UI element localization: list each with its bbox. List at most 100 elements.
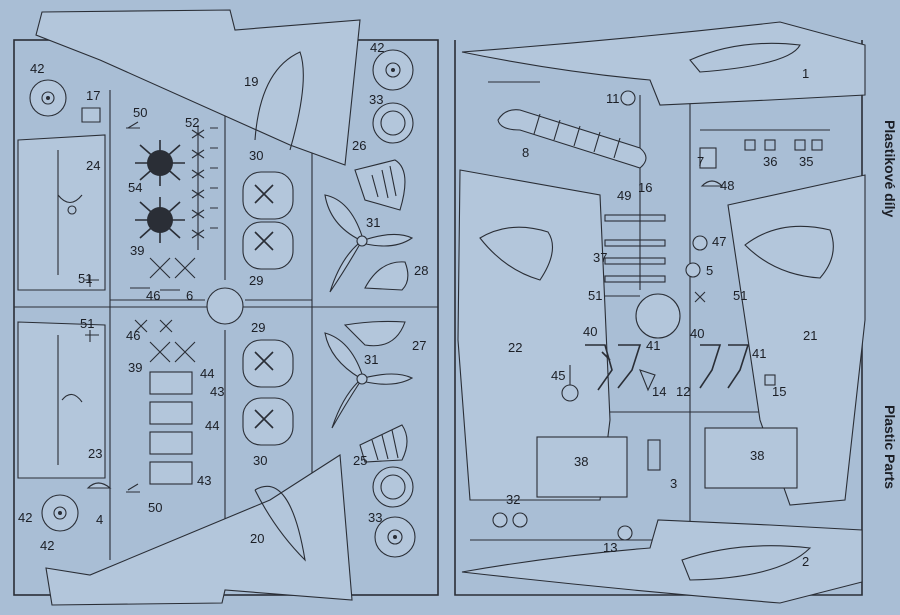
part-19-wing-panel <box>35 9 361 166</box>
wheel-42-bottom-left <box>41 494 79 532</box>
part-21-wing-half <box>727 174 866 506</box>
label-49: 49 <box>617 188 631 203</box>
part-8-radiator <box>497 109 647 169</box>
label-40: 40 <box>690 326 704 341</box>
label-2: 2 <box>802 554 809 569</box>
label-13: 13 <box>603 540 617 555</box>
label-29: 29 <box>249 273 263 288</box>
part-20-wing-panel <box>45 454 353 606</box>
label-42: 42 <box>370 40 384 55</box>
label-30: 30 <box>253 453 267 468</box>
part-38-panel-right <box>704 427 798 489</box>
label-7: 7 <box>697 154 704 169</box>
label-46: 46 <box>146 288 160 303</box>
label-14: 14 <box>652 384 666 399</box>
label-15: 15 <box>772 384 786 399</box>
label-21: 21 <box>803 328 817 343</box>
label-24: 24 <box>86 158 100 173</box>
part-38-panel-left <box>536 436 628 498</box>
label-54: 54 <box>128 180 142 195</box>
label-41: 41 <box>752 346 766 361</box>
label-36: 36 <box>763 154 777 169</box>
label-4: 4 <box>96 512 103 527</box>
part-54-radial-engine-bottom <box>135 197 185 243</box>
label-5: 5 <box>706 263 713 278</box>
left-sprue-frame <box>13 39 439 596</box>
label-29: 29 <box>251 320 265 335</box>
label-51: 51 <box>588 288 602 303</box>
left-misc-small-parts <box>81 107 196 493</box>
label-44: 44 <box>205 418 219 433</box>
part-2-engine-nacelle <box>461 519 863 604</box>
part-25-rudder <box>359 424 408 463</box>
side-label-english: Plastic Parts <box>882 405 898 489</box>
right-misc-small-parts <box>492 90 823 541</box>
label-27: 27 <box>412 338 426 353</box>
label-28: 28 <box>414 263 428 278</box>
wheel-42-top-right <box>372 49 414 91</box>
part-28-fairing <box>364 261 409 291</box>
wheel-42-bottom-right <box>374 516 416 558</box>
label-43: 43 <box>210 384 224 399</box>
label-51: 51 <box>80 316 94 331</box>
label-51: 51 <box>78 271 92 286</box>
label-31: 31 <box>366 215 380 230</box>
side-label-czech: Plastikové díly <box>882 120 898 217</box>
label-39: 39 <box>128 360 142 375</box>
part-52-small-parts-ladder <box>191 125 218 250</box>
label-37: 37 <box>593 250 607 265</box>
part-30-29-wheel-halves-top <box>242 171 294 270</box>
wheel-42-top-left <box>29 79 67 117</box>
wheel-33-bottom <box>372 466 414 508</box>
label-47: 47 <box>712 234 726 249</box>
wheel-33-top <box>372 102 414 144</box>
label-33: 33 <box>368 510 382 525</box>
label-42: 42 <box>40 538 54 553</box>
part-40-41-landing-gear-legs <box>585 344 776 392</box>
label-33: 33 <box>369 92 383 107</box>
label-46: 46 <box>126 328 140 343</box>
label-25: 25 <box>353 453 367 468</box>
part-31-propeller-bottom <box>324 332 414 429</box>
label-31: 31 <box>364 352 378 367</box>
part-number-labels: 42 17 50 52 19 42 33 24 54 30 26 39 31 2… <box>18 40 817 569</box>
label-8: 8 <box>522 145 529 160</box>
label-44: 44 <box>200 366 214 381</box>
label-51: 51 <box>733 288 747 303</box>
label-22: 22 <box>508 340 522 355</box>
label-32: 32 <box>506 492 520 507</box>
label-26: 26 <box>352 138 366 153</box>
part-1-engine-nacelle <box>461 21 866 106</box>
label-12: 12 <box>676 384 690 399</box>
label-42: 42 <box>30 61 44 76</box>
part-22-wing-half <box>457 169 611 501</box>
label-35: 35 <box>799 154 813 169</box>
label-11: 11 <box>606 91 620 106</box>
part-31-propeller-top <box>324 194 414 293</box>
label-43: 43 <box>197 473 211 488</box>
part-26-rudder <box>354 159 406 211</box>
label-50: 50 <box>148 500 162 515</box>
label-1: 1 <box>802 66 809 81</box>
label-45: 45 <box>551 368 565 383</box>
part-29-30-wheel-halves-bottom <box>242 339 294 446</box>
label-17: 17 <box>86 88 100 103</box>
label-16: 16 <box>638 180 652 195</box>
part-27-fairing <box>343 320 406 347</box>
label-52: 52 <box>185 115 199 130</box>
label-39: 39 <box>130 243 144 258</box>
label-38: 38 <box>750 448 764 463</box>
label-30: 30 <box>249 148 263 163</box>
label-3: 3 <box>670 476 677 491</box>
label-41: 41 <box>646 338 660 353</box>
label-50: 50 <box>133 105 147 120</box>
part-23-tailplane <box>17 321 106 479</box>
label-42: 42 <box>18 510 32 525</box>
label-48: 48 <box>720 178 734 193</box>
label-38: 38 <box>574 454 588 469</box>
label-20: 20 <box>250 531 264 546</box>
label-40: 40 <box>583 324 597 339</box>
label-6: 6 <box>186 288 193 303</box>
part-54-radial-engine-top <box>135 140 185 186</box>
